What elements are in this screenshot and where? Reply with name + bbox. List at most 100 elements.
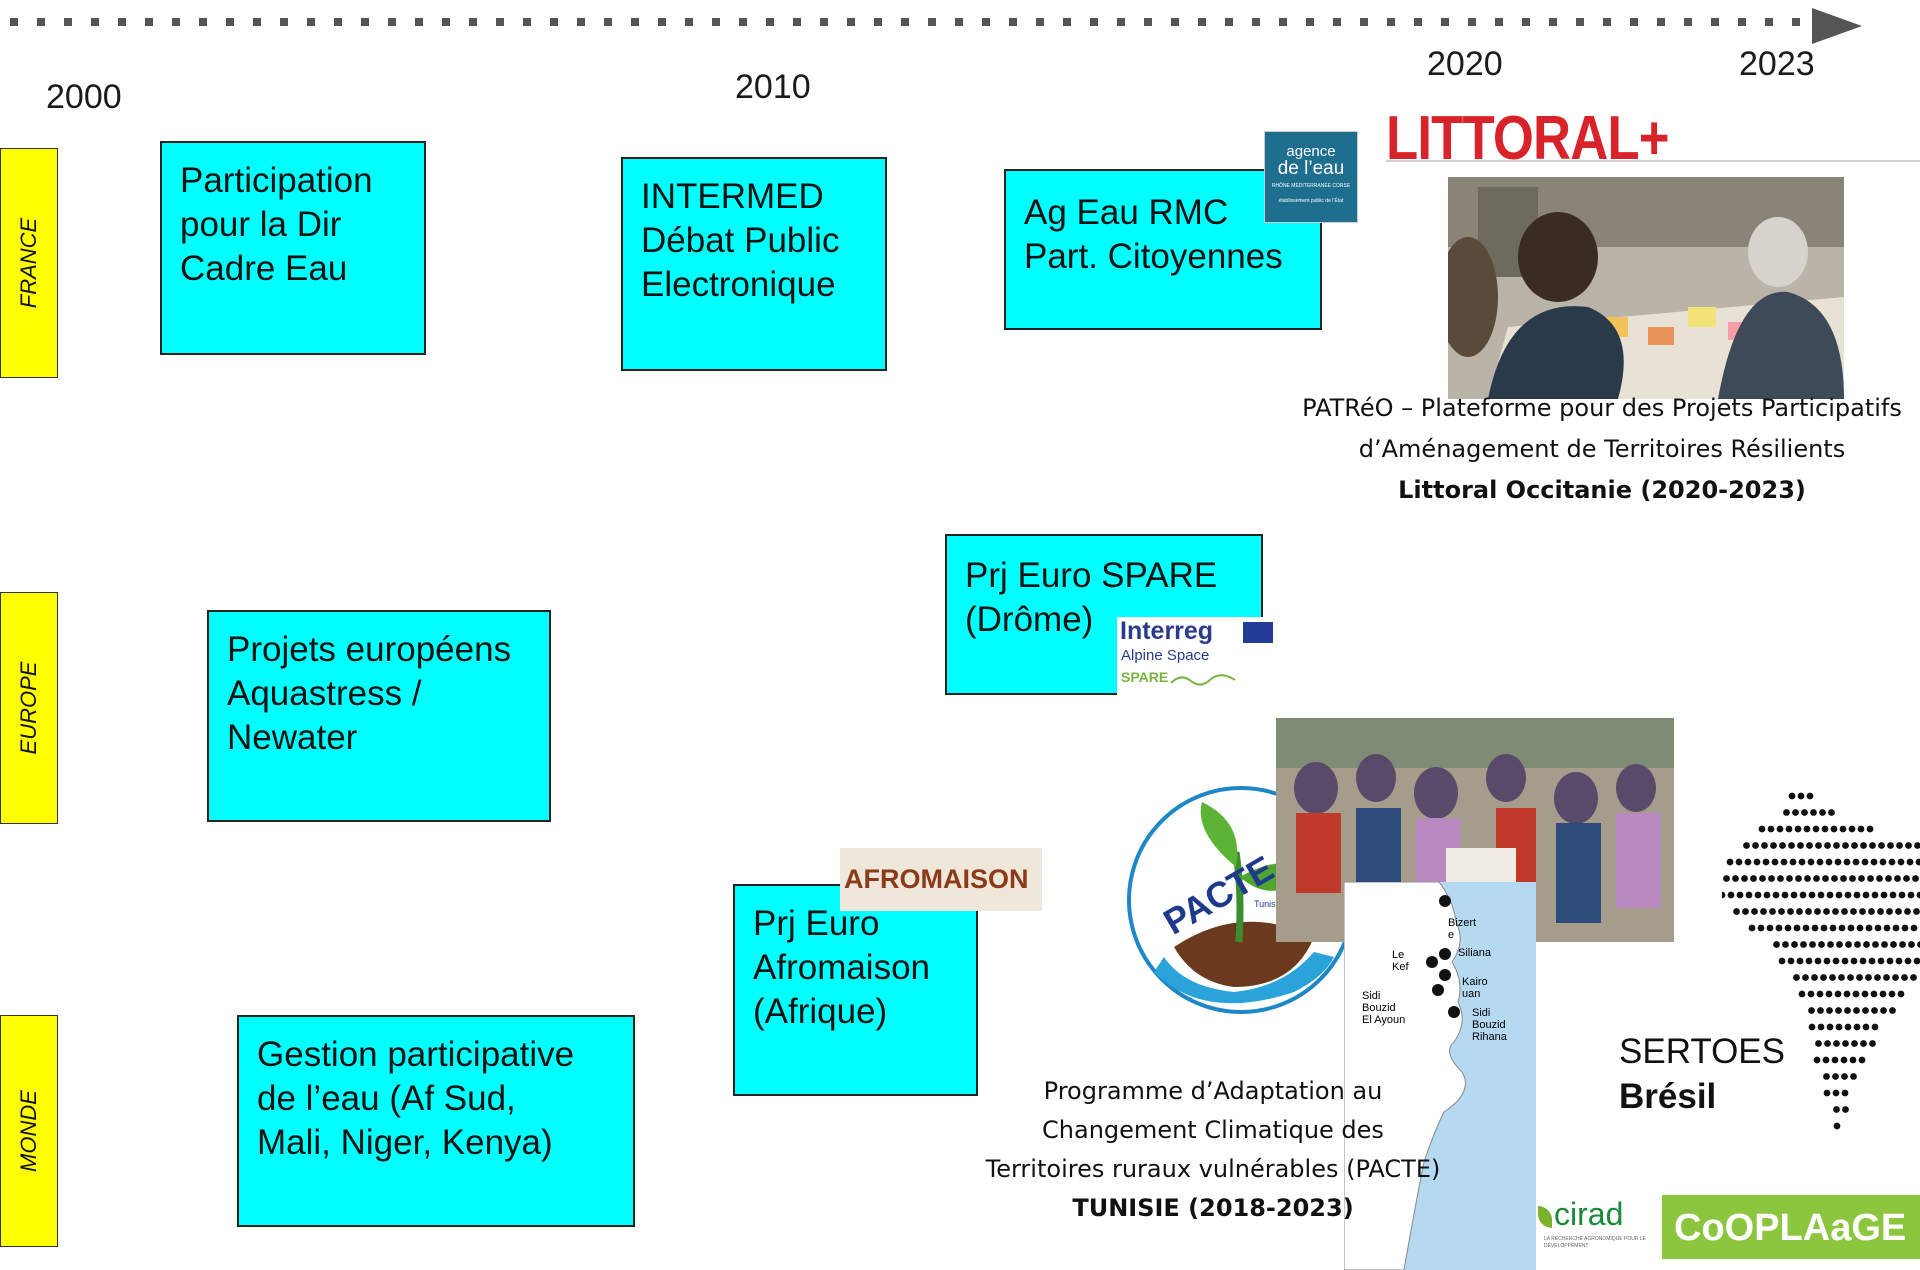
brazil-dot [1805,957,1813,965]
brazil-dot [1868,957,1876,965]
brazil-dot [1795,875,1802,882]
brazil-dot [1908,941,1915,948]
brazil-dot [1743,842,1750,849]
brazil-dot [1802,974,1809,981]
brazil-dot [1770,842,1777,849]
brazil-dot [1836,941,1843,948]
brazil-dot [1823,1089,1831,1097]
littoral-caption: PATRéO – Plateforme pour des Projets Par… [1262,388,1920,511]
eu-flag-icon [1243,622,1273,643]
brazil-dot [1888,858,1896,866]
brazil-dot [1857,825,1865,833]
brazil-dot [1854,941,1861,948]
brazil-dot [1842,1106,1849,1113]
brazil-dot [1856,974,1863,981]
brazil-dot [1913,957,1920,965]
agence-eau-line2: de l’eau [1277,158,1345,179]
brazil-dot [1779,842,1786,849]
brazil-dot [1901,974,1908,981]
pacte-caption-line3: Territoires ruraux vulnérables (PACTE) [985,1155,1441,1183]
brazil-dot [1905,842,1912,849]
brazil-dot [1801,809,1808,816]
brazil-dot [1883,924,1891,932]
brazil-dot [1793,974,1800,981]
brazil-dot [1784,924,1792,932]
brazil-dot [1824,842,1831,849]
brazil-dot [1780,858,1788,866]
brazil-dot [1824,1040,1831,1047]
sertoes-label: SERTOES [1619,1032,1785,1071]
brazil-dot [1809,941,1816,948]
brazil-dot [1834,990,1842,998]
brazil-dot [1827,941,1834,948]
brazil-dot [1826,891,1834,899]
brazil-dot [1799,891,1807,899]
pacte-logo-sub: Tunisie [1254,899,1283,909]
brazil-dot [1852,990,1860,998]
brazil-dot [1751,908,1758,915]
brazil-dot [1877,957,1885,965]
box-projets-europeens: Projets européens Aquastress / Newater [207,610,551,822]
brazil-dot [1898,891,1906,899]
box-intermed: INTERMED Débat Public Electronique [621,157,887,371]
littoral-caption-bold: Littoral Occitanie (2020-2023) [1262,470,1920,511]
brazil-dot [1804,875,1811,882]
brazil-dot [1862,1007,1869,1014]
littoral-caption-bold-text: Littoral Occitanie (2020-2023) [1398,476,1806,504]
brazil-dot [1820,924,1828,932]
brazil-dot [1758,825,1766,833]
brazil-dot [1915,858,1920,866]
brazil-dot [1822,875,1829,882]
brazil-dot [1861,990,1869,998]
brazil-dot [1808,891,1816,899]
region-france-label: FRANCE [16,217,41,309]
brazil-dot [1840,875,1847,882]
brazil-dot [1832,1073,1839,1080]
brazil-dot [1895,908,1902,915]
interreg-name: Interreg [1120,617,1214,645]
brazil-dot [1766,924,1774,932]
brazil-dot [1834,858,1842,866]
brazil-dot [1853,891,1861,899]
brazil-dot [1843,858,1851,866]
brazil-dot [1808,1023,1816,1031]
brazil-dot [1916,891,1920,899]
brazil-dot [1889,891,1897,899]
brazil-dot [1808,1007,1815,1014]
sertoes-country: Brésil [1619,1077,1717,1116]
brazil-dot [1820,974,1827,981]
agence-eau-sub: RHÔNE MÉDITERRANÉE CORSE [1271,183,1351,189]
brazil-dot [1910,974,1917,981]
region-europe-label: EUROPE [16,661,41,755]
brazil-dot-map [1722,792,1920,1130]
brazil-dot [1904,908,1911,915]
brazil-dot [1877,908,1884,915]
brazil-dot [1879,858,1887,866]
brazil-dot [1894,875,1901,882]
brazil-dot [1776,825,1784,833]
brazil-dot [1851,1040,1858,1047]
brazil-dot [1851,842,1858,849]
brazil-dot [1805,908,1812,915]
brazil-dot [1817,891,1825,899]
brazil-dot [1723,875,1730,882]
brazil-dot [1830,825,1838,833]
brazil-dot [1793,924,1801,932]
brazil-dot [1800,941,1807,948]
brazil-dot [1841,1073,1848,1080]
brazil-dot [1859,957,1867,965]
brazil-dot [1741,875,1748,882]
brazil-dot [1803,825,1811,833]
year-2023: 2023 [1739,45,1815,83]
year-2020: 2020 [1427,45,1503,83]
brazil-dot [1865,974,1872,981]
littoral-workshop-photo [1448,177,1844,399]
brazil-dot [1847,924,1855,932]
brazil-dot [1816,990,1824,998]
brazil-dot [1771,858,1779,866]
interreg-logo: Interreg Alpine Space SPARE [1117,617,1277,707]
